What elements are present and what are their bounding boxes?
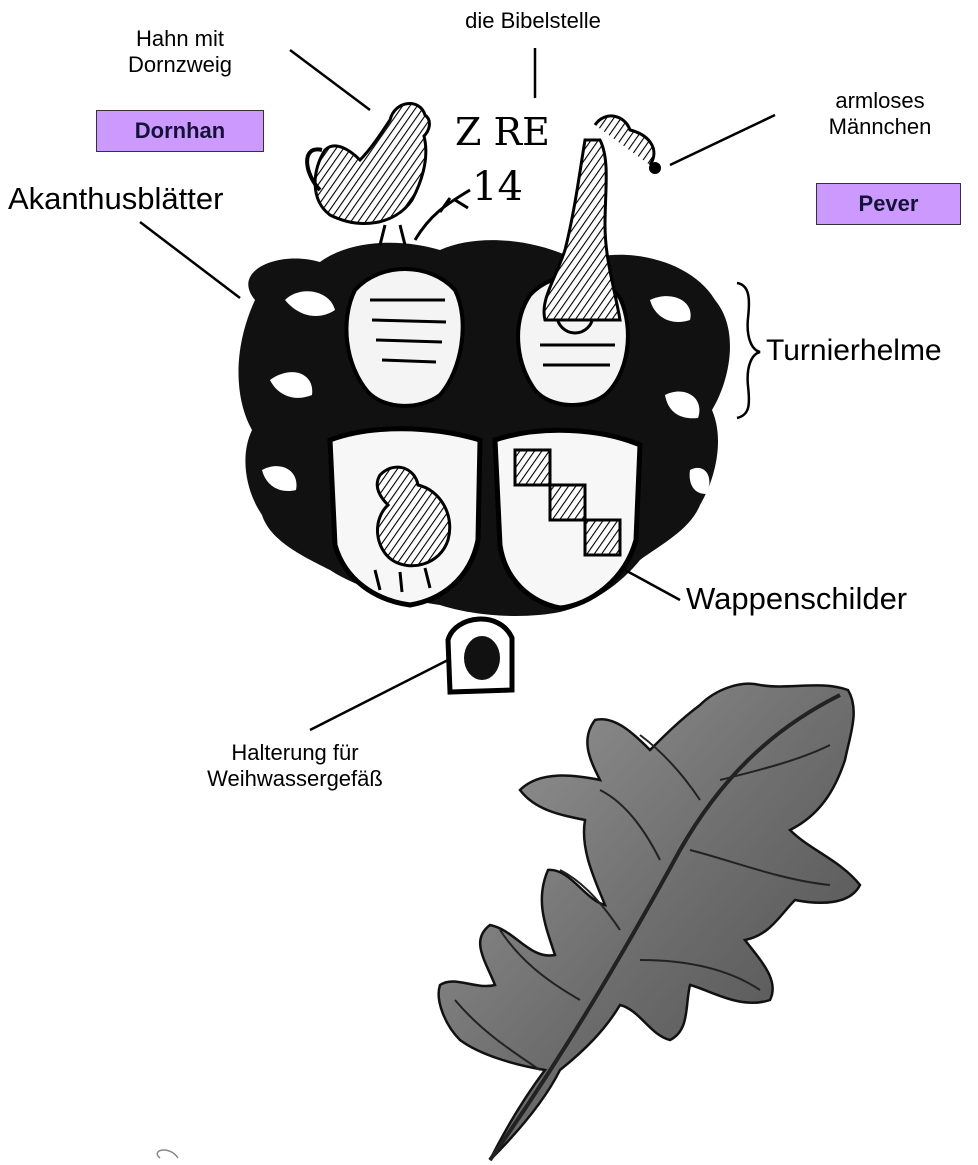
carving-inscription-line1: Z RE	[455, 110, 550, 154]
label-halterung-weihwassergefaess: Halterung für Weihwassergefäß	[180, 740, 410, 793]
carving-inscription-line2: 14	[472, 164, 523, 210]
left-tournament-helmet	[346, 269, 462, 406]
leader-hahn	[290, 50, 370, 110]
leaf-blade	[439, 684, 860, 1160]
label-turnierhelme: Turnierhelme	[766, 333, 942, 369]
label-bibelstelle: die Bibelstelle	[448, 8, 618, 34]
leader-halterung	[310, 660, 448, 730]
label-halterung-line2: Weihwassergefäß	[180, 766, 410, 792]
box-pever: Pever	[816, 183, 961, 225]
label-wappenschilder: Wappenschilder	[686, 580, 907, 617]
leader-akanthus	[140, 222, 240, 298]
label-maennchen-line1: armloses	[810, 88, 950, 114]
label-maennchen-line2: Männchen	[810, 114, 950, 140]
label-akanthusblaetter: Akanthusblätter	[8, 180, 223, 217]
leader-maennchen	[670, 115, 775, 165]
rooster-with-thorn-branch	[307, 104, 470, 245]
coat-of-arms-carving: Z RE 14	[239, 104, 730, 692]
acanthus-leaf-illustration	[439, 684, 860, 1160]
bracket-turnierhelme	[737, 283, 760, 418]
label-hahn-line2: Dornzweig	[110, 52, 250, 78]
label-armloses-maennchen: armloses Männchen	[810, 88, 950, 141]
box-dornhan: Dornhan	[96, 110, 264, 152]
leader-wappenschilder	[625, 570, 680, 600]
label-hahn-mit-dornzweig: Hahn mit Dornzweig	[110, 26, 250, 79]
label-hahn-line1: Hahn mit	[110, 26, 250, 52]
label-halterung-line1: Halterung für	[180, 740, 410, 766]
